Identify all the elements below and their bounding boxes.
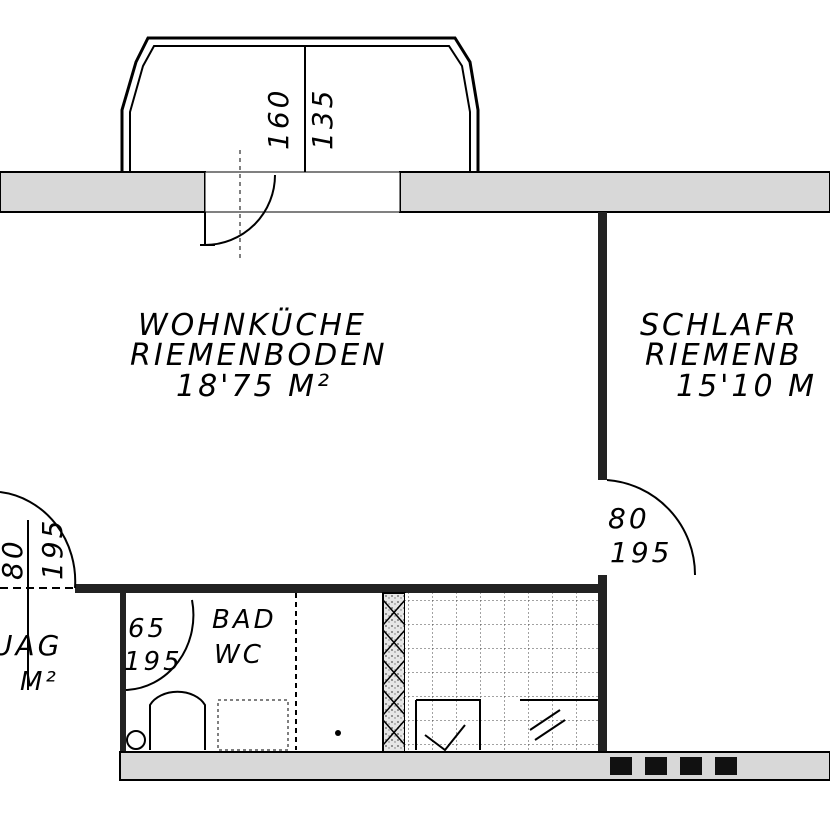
partition-wall-lower — [598, 575, 607, 752]
left-room-name: UAG — [0, 629, 62, 662]
schlafraum-name: SCHLAFR — [640, 308, 799, 343]
top-wall-right — [399, 171, 830, 213]
balcony-door-swing — [200, 174, 276, 246]
washbasin-icon — [126, 730, 146, 750]
bedroom-door-height: 195 — [610, 536, 672, 569]
bedroom-door-swing — [606, 479, 697, 576]
balcony-dim-160: 160 — [262, 88, 295, 150]
partition-wall-upper — [598, 212, 607, 480]
bottom-wall — [119, 751, 830, 781]
balcony-dim-135: 135 — [306, 88, 339, 150]
left-door-height: 195 — [36, 518, 69, 580]
wohnkueche-floor: RIEMENBODEN — [130, 338, 388, 373]
bath-door-swing — [125, 599, 195, 691]
left-room-area: M² — [20, 667, 59, 697]
bedroom-door-width: 80 — [608, 502, 650, 535]
schlafraum-floor: RIEMENB — [645, 338, 803, 373]
bath-left-wall — [120, 593, 126, 753]
balcony-door-opening — [204, 171, 401, 213]
bath-door-width: 65 — [128, 614, 167, 644]
schlafraum-area: 15'10 M — [676, 369, 817, 404]
wohnkueche-name: WOHNKÜCHE — [138, 307, 367, 343]
wohnkueche-area: 18'75 M² — [176, 369, 332, 404]
top-wall-left — [0, 171, 206, 213]
bath-name-wc: WC — [214, 640, 264, 670]
toilet-icon — [149, 690, 206, 750]
left-door-swing — [0, 491, 77, 589]
window-vents — [610, 757, 737, 775]
bath-door-height: 195 — [124, 647, 183, 677]
left-door-width: 80 — [0, 538, 29, 580]
shower — [415, 699, 598, 752]
balcony — [120, 36, 480, 172]
bath-name: BAD — [212, 605, 277, 635]
bath-top-wall — [75, 584, 600, 593]
tiled-area — [405, 593, 598, 753]
